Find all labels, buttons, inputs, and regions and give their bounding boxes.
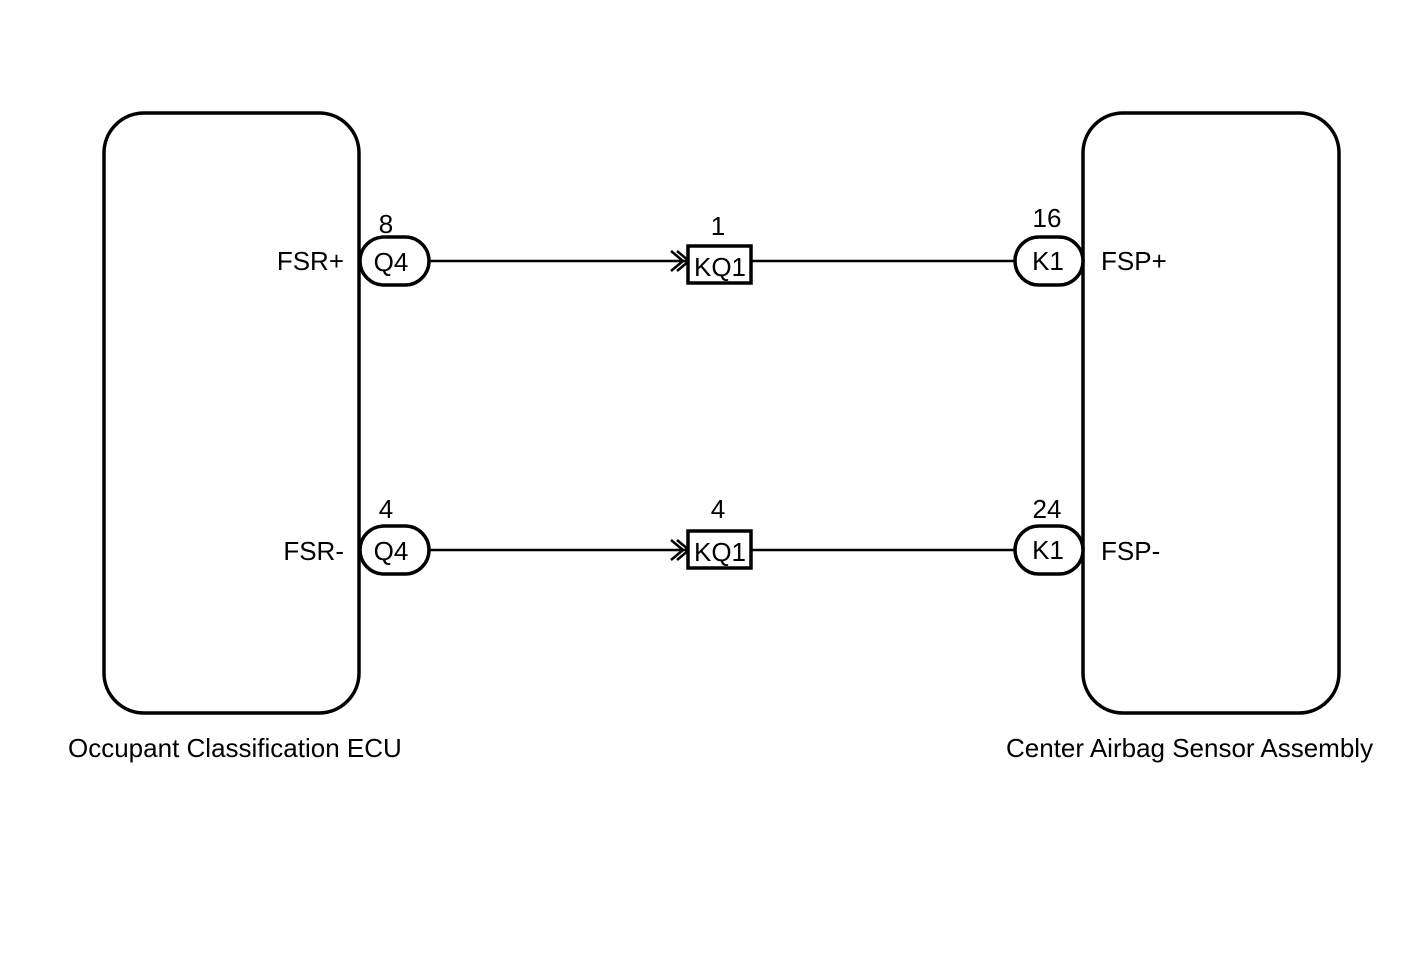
left-connector-code: Q4 (374, 247, 409, 277)
junction-pin-number: 4 (711, 494, 725, 524)
junction-pin-number: 1 (711, 211, 725, 241)
right-pin-number: 16 (1033, 203, 1062, 233)
left-connector (358, 235, 431, 287)
left-pin-number: 4 (379, 494, 393, 524)
left-terminal-name: FSR- (283, 536, 344, 566)
junction-connector (686, 244, 753, 285)
right-terminal-name: FSP+ (1101, 246, 1167, 276)
wire-fsr-plus: FSR+ Q4 8 KQ1 1 K1 16 FSP+ (277, 203, 1167, 287)
center-airbag-sensor-assembly-box (1081, 111, 1341, 715)
left-connector-code: Q4 (374, 536, 409, 566)
left-component-name: Occupant Classification ECU (68, 733, 402, 763)
right-component-name: Center Airbag Sensor Assembly (1006, 733, 1373, 763)
right-connector-code: K1 (1032, 246, 1064, 276)
right-pin-number: 24 (1033, 494, 1062, 524)
right-terminal-name: FSP- (1101, 536, 1160, 566)
junction-connector (686, 529, 753, 570)
junction-connector-code: KQ1 (694, 537, 746, 567)
wire-fsr-minus: FSR- Q4 4 KQ1 4 K1 24 FSP- (283, 494, 1160, 576)
right-connector-code: K1 (1032, 535, 1064, 565)
right-connector (1013, 235, 1085, 287)
occupant-classification-ecu-box (102, 111, 361, 715)
junction-connector-code: KQ1 (694, 252, 746, 282)
right-connector (1013, 524, 1085, 576)
left-terminal-name: FSR+ (277, 246, 344, 276)
left-pin-number: 8 (379, 209, 393, 239)
left-connector (358, 524, 431, 576)
